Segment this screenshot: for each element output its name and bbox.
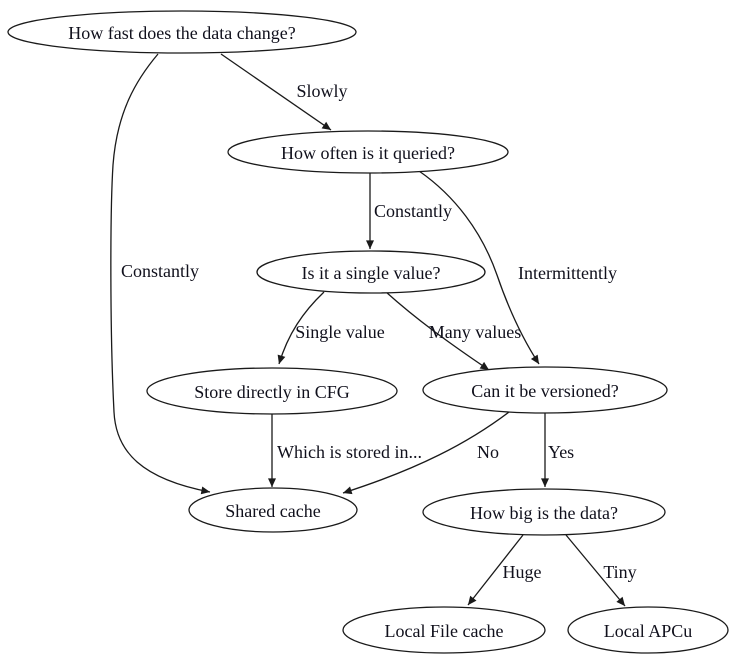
edge-label-which-stored: Which is stored in... xyxy=(277,442,422,462)
node-how-often: How often is it queried? xyxy=(227,130,509,174)
node-versioned: Can it be versioned? xyxy=(422,366,668,414)
node-how-big-ellipse xyxy=(422,488,666,536)
edge-slowly xyxy=(220,53,332,131)
node-how-fast: How fast does the data change? xyxy=(7,10,357,54)
node-how-big-label: How big is the data? xyxy=(470,503,618,523)
edge-no xyxy=(342,411,510,495)
node-how-often-ellipse xyxy=(227,130,509,174)
edge-many-values xyxy=(385,291,490,371)
edge-label-many-values: Many values xyxy=(429,322,521,342)
edge-tiny xyxy=(565,534,626,607)
edge-huge xyxy=(467,534,524,606)
node-local-apcu: Local APCu xyxy=(567,606,729,654)
edge-label-no: No xyxy=(477,442,499,462)
edge-constantly-left xyxy=(110,53,211,495)
node-local-apcu-ellipse xyxy=(567,606,729,654)
node-single-value-label: Is it a single value? xyxy=(302,263,441,283)
edge-label-constantly-left: Constantly xyxy=(121,261,199,281)
edges-layer xyxy=(110,53,626,607)
node-versioned-ellipse xyxy=(422,366,668,414)
edge-label-slowly: Slowly xyxy=(296,81,347,101)
node-local-file-cache-label: Local File cache xyxy=(385,621,504,641)
node-how-big: How big is the data? xyxy=(422,488,666,536)
node-local-file-cache: Local File cache xyxy=(342,606,546,654)
node-shared-cache-ellipse xyxy=(188,487,358,533)
node-shared-cache-label: Shared cache xyxy=(225,501,320,521)
edge-labels-layer: Slowly Constantly Constantly Intermitten… xyxy=(121,81,637,582)
edge-label-yes: Yes xyxy=(548,442,574,462)
edge-label-huge: Huge xyxy=(503,562,542,582)
node-store-cfg: Store directly in CFG xyxy=(146,367,398,415)
node-shared-cache: Shared cache xyxy=(188,487,358,533)
edge-label-tiny: Tiny xyxy=(603,562,636,582)
nodes-layer: How fast does the data change? How often… xyxy=(7,10,729,654)
node-single-value-ellipse xyxy=(256,250,486,294)
node-versioned-label: Can it be versioned? xyxy=(471,381,618,401)
node-store-cfg-ellipse xyxy=(146,367,398,415)
edge-single-value xyxy=(277,291,325,365)
edge-label-single-value: Single value xyxy=(295,322,384,342)
node-single-value: Is it a single value? xyxy=(256,250,486,294)
edge-label-constantly-mid: Constantly xyxy=(374,201,452,221)
node-how-fast-label: How fast does the data change? xyxy=(68,23,295,43)
edge-label-intermittently: Intermittently xyxy=(518,263,617,283)
node-how-fast-ellipse xyxy=(7,10,357,54)
node-local-apcu-label: Local APCu xyxy=(604,621,693,641)
node-how-often-label: How often is it queried? xyxy=(281,143,455,163)
edge-intermittently xyxy=(418,170,540,365)
node-store-cfg-label: Store directly in CFG xyxy=(194,382,350,402)
node-local-file-cache-ellipse xyxy=(342,606,546,654)
